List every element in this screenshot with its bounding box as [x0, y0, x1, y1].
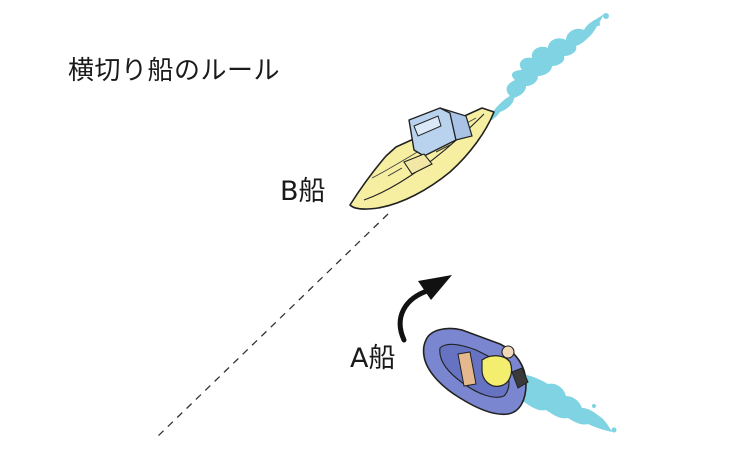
boat-b-cabin-roof	[439, 107, 473, 141]
page-title: 横切り船のルール	[68, 56, 281, 86]
boat-a-crew-head	[501, 345, 515, 359]
boat-b	[349, 107, 495, 210]
boat-a-crew-body	[481, 355, 513, 387]
boat-b-wake-shape	[485, 14, 604, 122]
boat-b-wake	[485, 13, 609, 122]
boat-b-cabin-window	[413, 115, 442, 137]
boat-a-wake	[502, 373, 617, 433]
boat-a-label: A船	[350, 343, 396, 374]
boat-a	[422, 327, 529, 416]
boat-b-console	[403, 153, 433, 175]
boat-a-turn-arrow	[397, 275, 452, 343]
turn-arrow-head	[418, 275, 452, 300]
boat-a-motor	[511, 367, 529, 389]
boat-a-wake-shape	[502, 373, 612, 432]
turn-arrow-curve	[397, 287, 433, 343]
boat-b-course-line	[155, 213, 389, 439]
boat-b-label: B船	[280, 176, 326, 207]
boat-a-seat	[457, 351, 477, 387]
